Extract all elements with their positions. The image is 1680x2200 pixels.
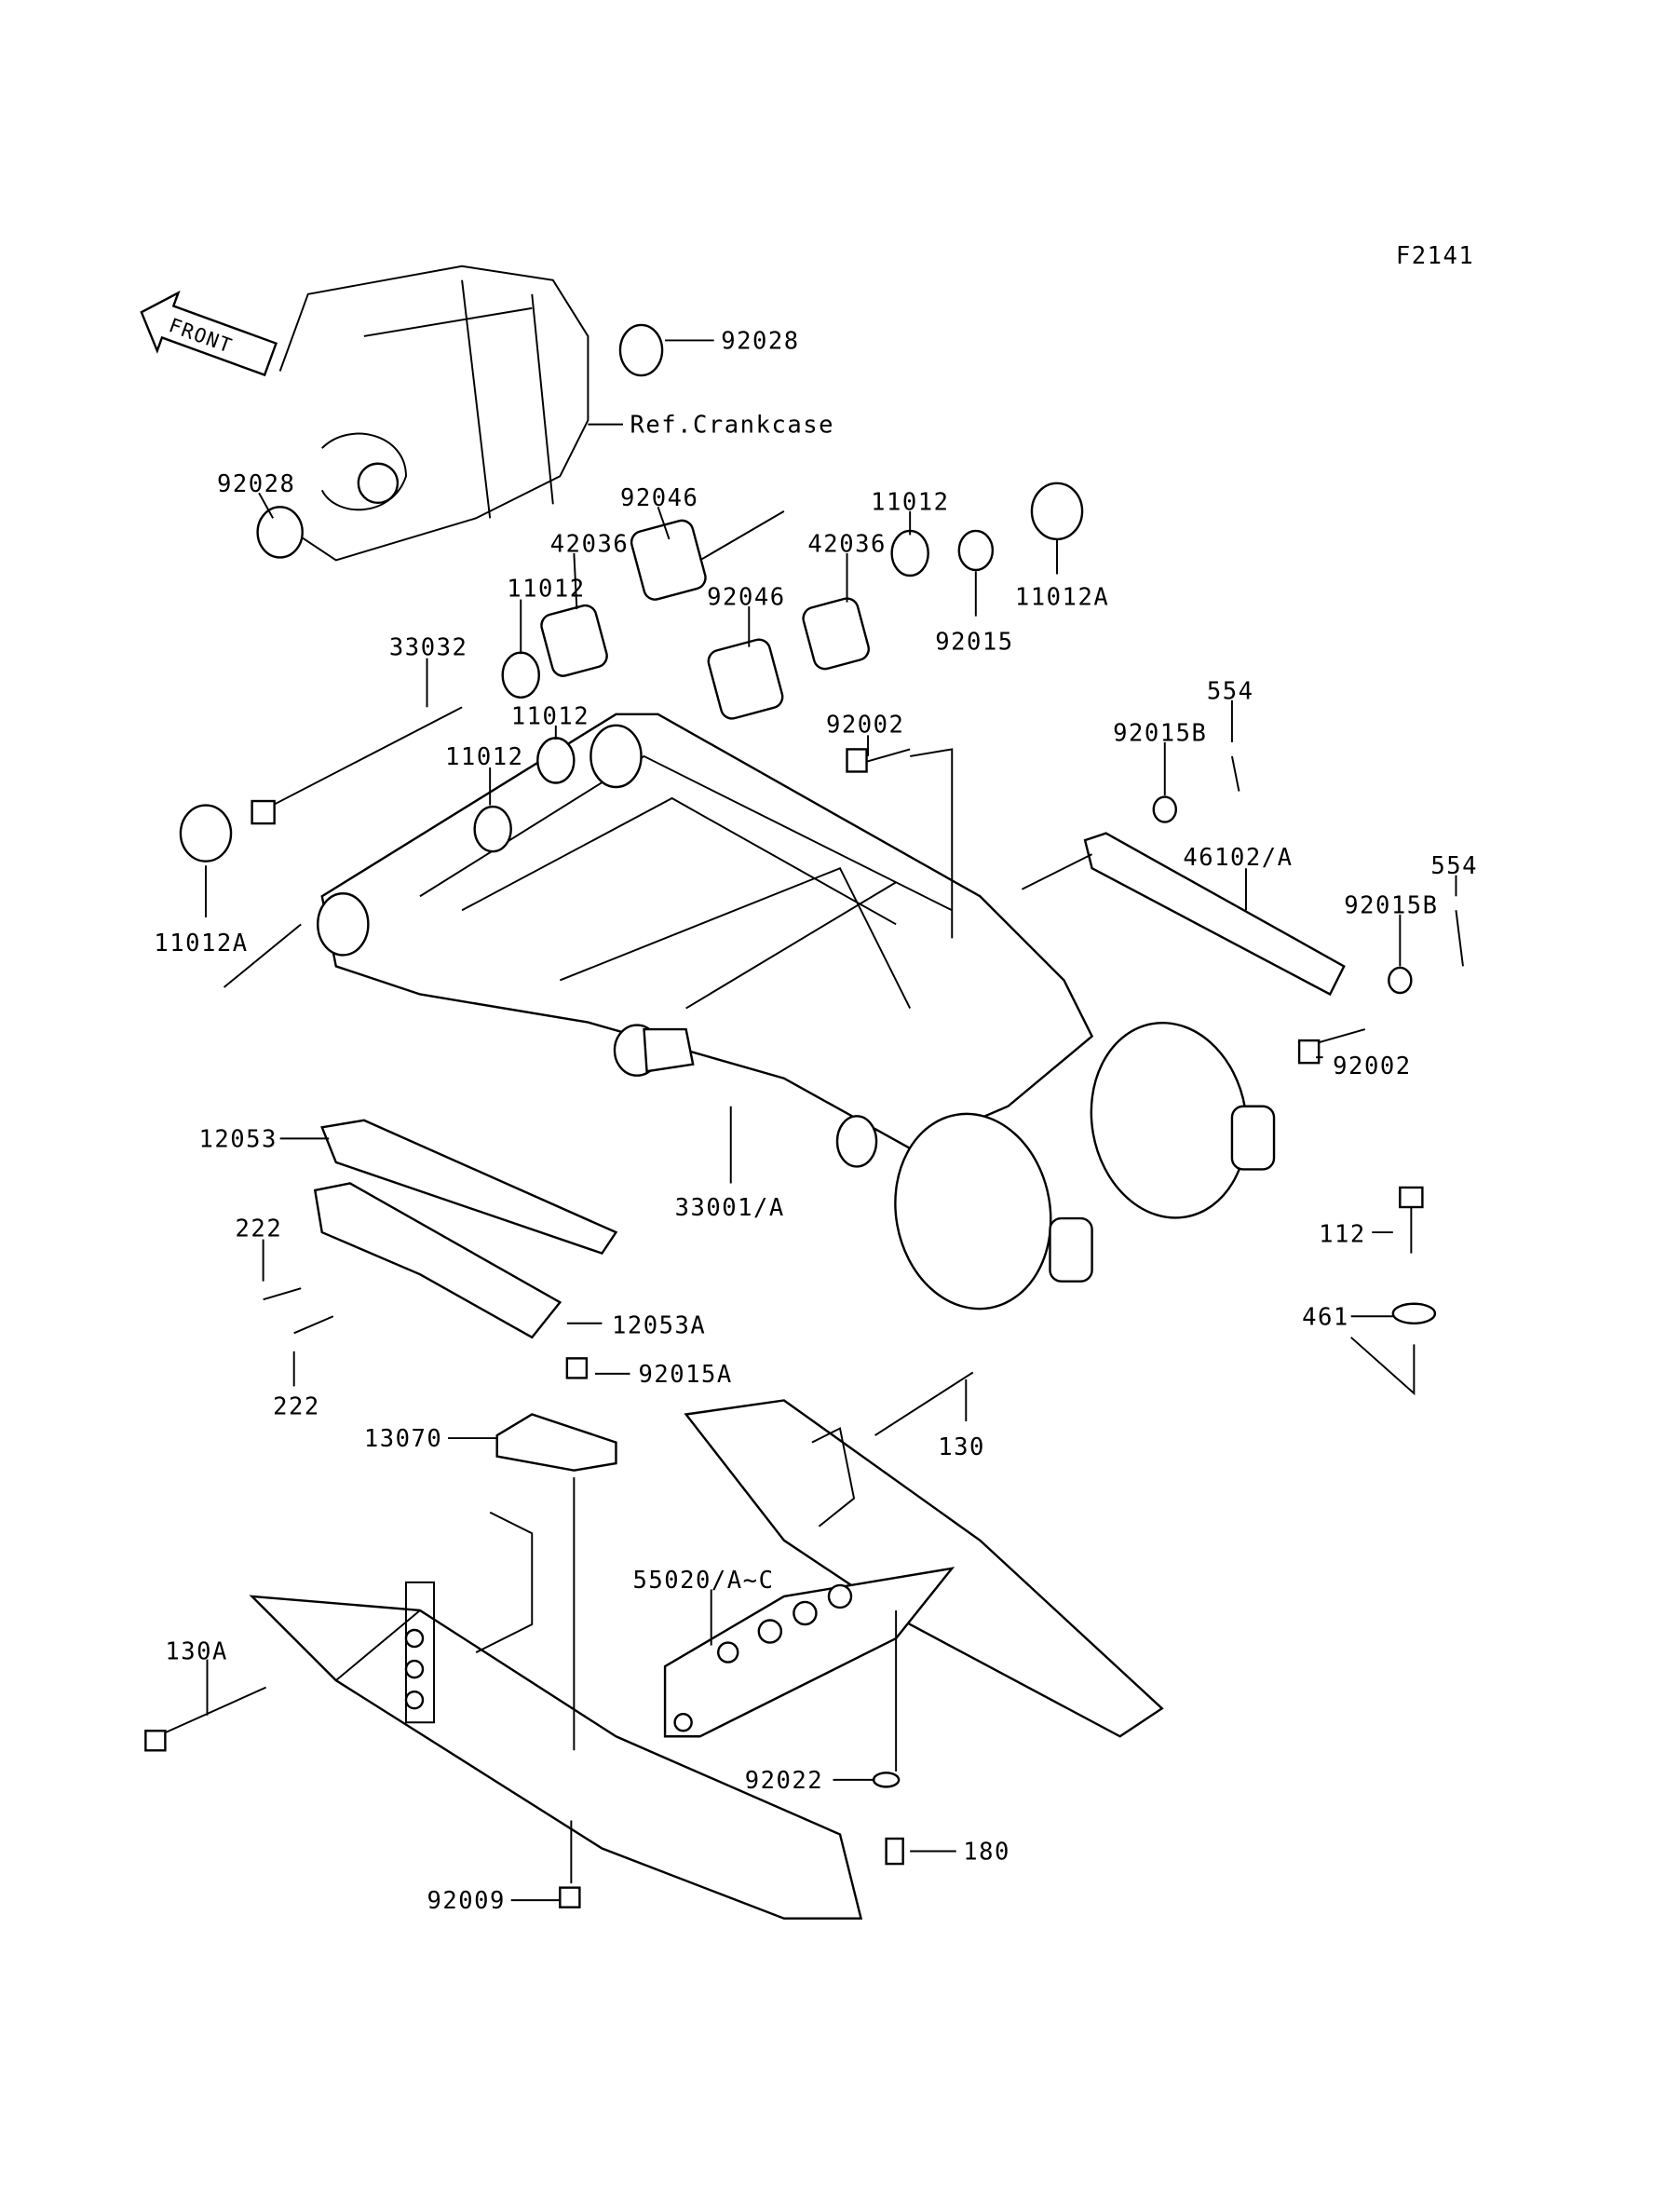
part-label: 112 — [1319, 1221, 1366, 1249]
part-label: 92002 — [1333, 1052, 1411, 1080]
part-label: 11012 — [507, 576, 585, 604]
part-label: 222 — [273, 1392, 320, 1420]
part-label: 92002 — [826, 711, 904, 739]
small-parts — [144, 323, 1464, 1908]
part-label: 554 — [1430, 852, 1478, 880]
part-label: 92028 — [721, 327, 799, 355]
part-label: 92046 — [620, 484, 698, 512]
part-label: 33001/A — [675, 1194, 785, 1222]
part-label: 42036 — [550, 530, 629, 558]
part-label: 92015A — [639, 1361, 733, 1389]
part-label: 11012A — [154, 930, 248, 957]
part-label: 13070 — [364, 1425, 442, 1453]
part-label: 12053A — [612, 1311, 706, 1339]
part-label: 11012 — [445, 743, 523, 771]
part-label: 42036 — [807, 530, 886, 558]
part-label: 92046 — [707, 584, 785, 612]
part-label: 12053 — [198, 1125, 277, 1153]
chain-cover — [249, 1399, 1164, 1920]
part-label: 33032 — [389, 634, 467, 662]
part-label: 92009 — [427, 1887, 506, 1915]
crankcase-outline — [278, 265, 589, 562]
part-label: Ref.Crankcase — [630, 412, 835, 440]
front-arrow-icon: FRONT — [140, 290, 278, 377]
part-label: 11012 — [511, 702, 589, 730]
part-label: 554 — [1207, 677, 1254, 705]
part-label: 461 — [1302, 1303, 1349, 1331]
leader-lines — [205, 339, 1457, 1902]
part-label: 130A — [165, 1638, 228, 1666]
swingarm — [317, 713, 1276, 1310]
part-label: 92028 — [217, 470, 295, 498]
part-label: 180 — [963, 1839, 1010, 1867]
part-label: 222 — [236, 1215, 283, 1243]
part-label: 92015 — [935, 629, 1013, 657]
part-label: 92022 — [745, 1767, 823, 1795]
part-label: 92015B — [1344, 891, 1438, 919]
part-labels: 92028 Ref.Crankcase 92028 92046 11012 42… — [154, 327, 1478, 1915]
part-label: 11012A — [1015, 584, 1109, 612]
part-label: 130 — [938, 1433, 985, 1461]
part-label: 55020/A~C — [633, 1567, 775, 1595]
part-label: 46102/A — [1183, 844, 1293, 872]
part-label: 11012 — [871, 488, 949, 516]
figure-id: F2141 — [1396, 242, 1474, 270]
part-label: 92015B — [1113, 719, 1207, 747]
